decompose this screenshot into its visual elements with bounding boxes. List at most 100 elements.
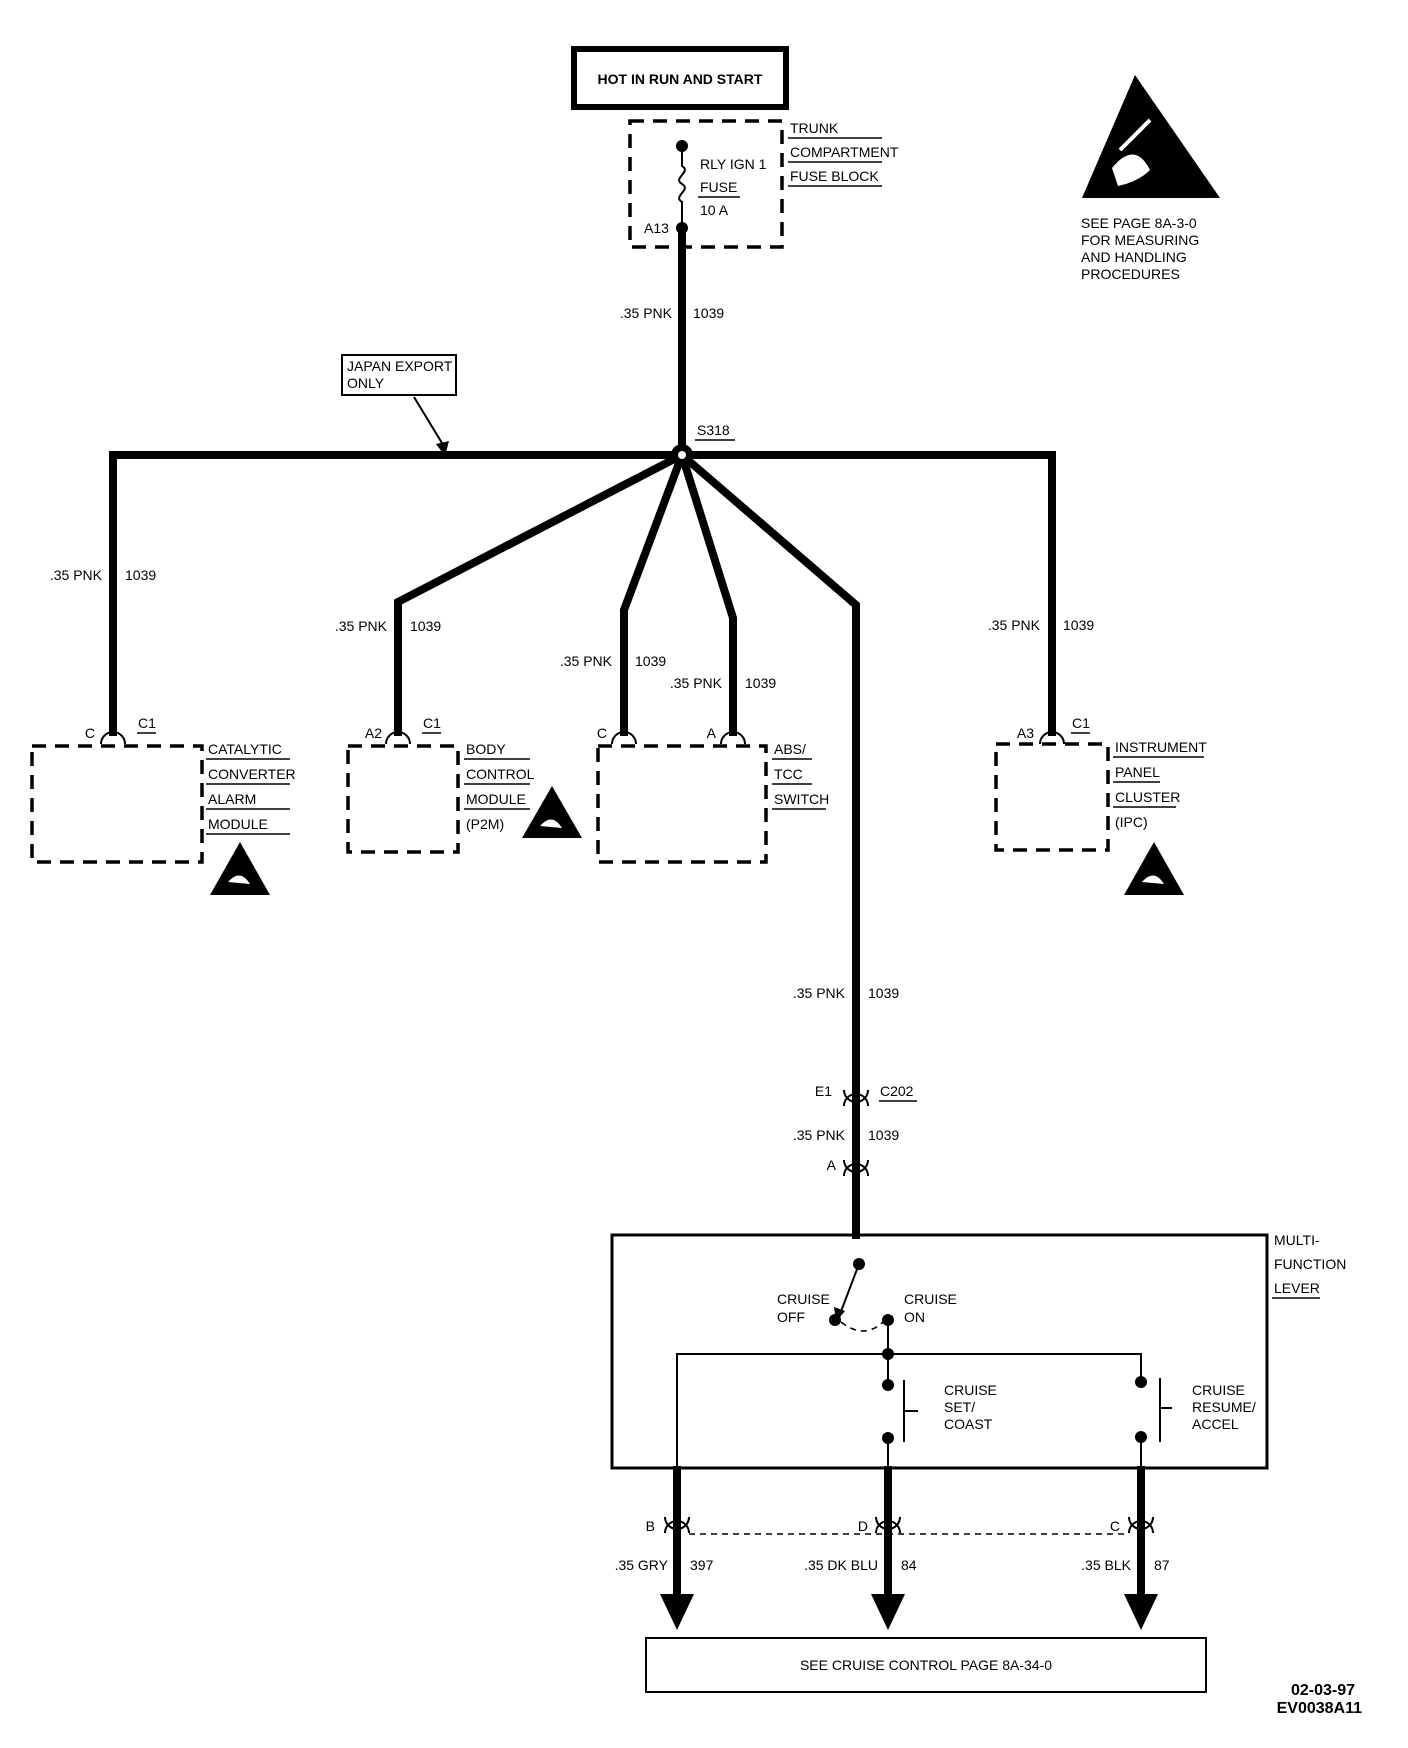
- bcm-esd-icon: [522, 786, 582, 838]
- cruise-off-2: OFF: [777, 1309, 805, 1325]
- output-b-circuit: 397: [690, 1557, 714, 1573]
- esd-warning-icon: [1082, 75, 1220, 198]
- ipc-name-3: CLUSTER: [1115, 789, 1180, 805]
- cruise-onoff-switch-blade: [839, 1263, 860, 1315]
- bcm-name-2: CONTROL: [466, 766, 535, 782]
- esd-note-1: SEE PAGE 8A-3-0: [1081, 215, 1197, 231]
- output-c-circuit: 87: [1154, 1557, 1170, 1573]
- fuse-label-3: 10 A: [700, 202, 729, 218]
- diagram-id-code: EV0038A11: [1277, 1700, 1363, 1717]
- output-wire-c: [1124, 1466, 1158, 1630]
- cat-name-3: ALARM: [208, 791, 256, 807]
- splice-bus-wire: [109, 451, 1056, 736]
- output-d-circuit: 84: [901, 1557, 917, 1573]
- abs-c-wire-gauge: .35 PNK: [560, 653, 613, 669]
- set-coast-1: CRUISE: [944, 1382, 997, 1398]
- japan-export-2: ONLY: [347, 375, 385, 391]
- esd-note-2: FOR MEASURING: [1081, 232, 1199, 248]
- abs-a-wire-gauge: .35 PNK: [670, 675, 723, 691]
- bcm-branch-wire: [394, 449, 688, 736]
- japan-export-1: JAPAN EXPORT: [347, 358, 453, 374]
- resume-accel-2: RESUME/: [1192, 1399, 1256, 1415]
- fuse-block-name-3: FUSE BLOCK: [790, 168, 879, 184]
- c202-wire-gauge: .35 PNK: [793, 1127, 846, 1143]
- bcm-name-1: BODY: [466, 741, 506, 757]
- power-source-box: [571, 46, 789, 110]
- ipc-name-2: PANEL: [1115, 764, 1160, 780]
- feed-wire-gauge: .35 PNK: [620, 305, 673, 321]
- abs-name-1: ABS/: [774, 741, 806, 757]
- resume-accel-3: ACCEL: [1192, 1416, 1239, 1432]
- fuse-block-box: [628, 119, 784, 249]
- output-b-gauge: .35 GRY: [615, 1557, 669, 1573]
- fuse-block-name-2: COMPARTMENT: [790, 144, 899, 160]
- set-coast-3: COAST: [944, 1416, 993, 1432]
- diagram-date-code: 02-03-97: [1291, 1682, 1355, 1699]
- mfl-name-1: MULTI-: [1274, 1232, 1320, 1248]
- bcm-name-3: MODULE: [466, 791, 526, 807]
- c202-name: C202: [880, 1083, 914, 1099]
- cat-name-1: CATALYTIC: [208, 741, 282, 757]
- bcm-wire-circuit: 1039: [410, 618, 441, 634]
- splice-label: S318: [697, 422, 730, 438]
- bcm-pin-label: A2: [365, 725, 382, 741]
- mfl-wire-gauge: .35 PNK: [793, 985, 846, 1001]
- abs-a-branch-wire: [676, 449, 737, 736]
- bcm-module-box: [346, 744, 460, 854]
- c202-wire-circuit: 1039: [868, 1127, 899, 1143]
- mfl-internal-bus: [676, 1353, 1142, 1470]
- cat-wire-gauge: .35 PNK: [50, 567, 103, 583]
- mfl-name-3: LEVER: [1274, 1280, 1320, 1296]
- feed-wire-circuit: 1039: [693, 305, 724, 321]
- cat-wire-circuit: 1039: [125, 567, 156, 583]
- abs-name-3: SWITCH: [774, 791, 829, 807]
- see-page-box: [645, 1637, 1207, 1693]
- fuse-label-1: RLY IGN 1: [700, 156, 767, 172]
- ipc-connector-label: C1: [1072, 715, 1090, 731]
- ipc-module-box: [994, 742, 1110, 852]
- abs-pin-a-label: A: [707, 725, 717, 741]
- output-d-gauge: .35 DK BLU: [804, 1557, 878, 1573]
- resume-accel-1: CRUISE: [1192, 1382, 1245, 1398]
- abs-c-wire-circuit: 1039: [635, 653, 666, 669]
- abs-a-wire-circuit: 1039: [745, 675, 776, 691]
- japan-export-box: [341, 354, 457, 396]
- cat-connector-label: C1: [138, 715, 156, 731]
- set-coast-2: SET/: [944, 1399, 975, 1415]
- ipc-wire-gauge: .35 PNK: [988, 617, 1041, 633]
- esd-note-4: PROCEDURES: [1081, 266, 1180, 282]
- multi-function-lever-box: [610, 1233, 1269, 1470]
- ipc-name-1: INSTRUMENT: [1115, 739, 1207, 755]
- mfl-name-2: FUNCTION: [1274, 1256, 1346, 1272]
- mfl-wire-circuit: 1039: [868, 985, 899, 1001]
- output-wire-b: [660, 1466, 694, 1630]
- bcm-wire-gauge: .35 PNK: [335, 618, 388, 634]
- c202-pin-e1: E1: [815, 1083, 832, 1099]
- cruise-on-1: CRUISE: [904, 1291, 957, 1307]
- bcm-name-4: (P2M): [466, 816, 504, 832]
- abs-name-2: TCC: [774, 766, 803, 782]
- ipc-name-4: (IPC): [1115, 814, 1148, 830]
- output-c-gauge: .35 BLK: [1081, 1557, 1131, 1573]
- abs-switch-box: [596, 744, 768, 864]
- mfl-branch-wire: [676, 449, 860, 1239]
- output-c-pin: C: [1110, 1518, 1120, 1534]
- fuse-label-2: FUSE: [700, 179, 737, 195]
- output-d-pin: D: [858, 1518, 868, 1534]
- ipc-esd-icon: [1124, 842, 1184, 895]
- c202-pin-a: A: [827, 1157, 837, 1173]
- cat-name-2: CONVERTER: [208, 766, 296, 782]
- output-wire-d: [871, 1466, 905, 1630]
- fuse-terminal-label: A13: [644, 220, 669, 236]
- abs-c-branch-wire: [620, 449, 688, 736]
- ipc-wire-circuit: 1039: [1063, 617, 1094, 633]
- cat-esd-icon: [210, 842, 270, 895]
- cruise-off-1: CRUISE: [777, 1291, 830, 1307]
- cruise-on-2: ON: [904, 1309, 925, 1325]
- bcm-connector-label: C1: [423, 715, 441, 731]
- see-page-label: SEE CRUISE CONTROL PAGE 8A-34-0: [800, 1657, 1052, 1673]
- output-b-pin: B: [646, 1518, 655, 1534]
- cat-pin-label: C: [85, 725, 95, 741]
- power-source-label: HOT IN RUN AND START: [598, 71, 763, 87]
